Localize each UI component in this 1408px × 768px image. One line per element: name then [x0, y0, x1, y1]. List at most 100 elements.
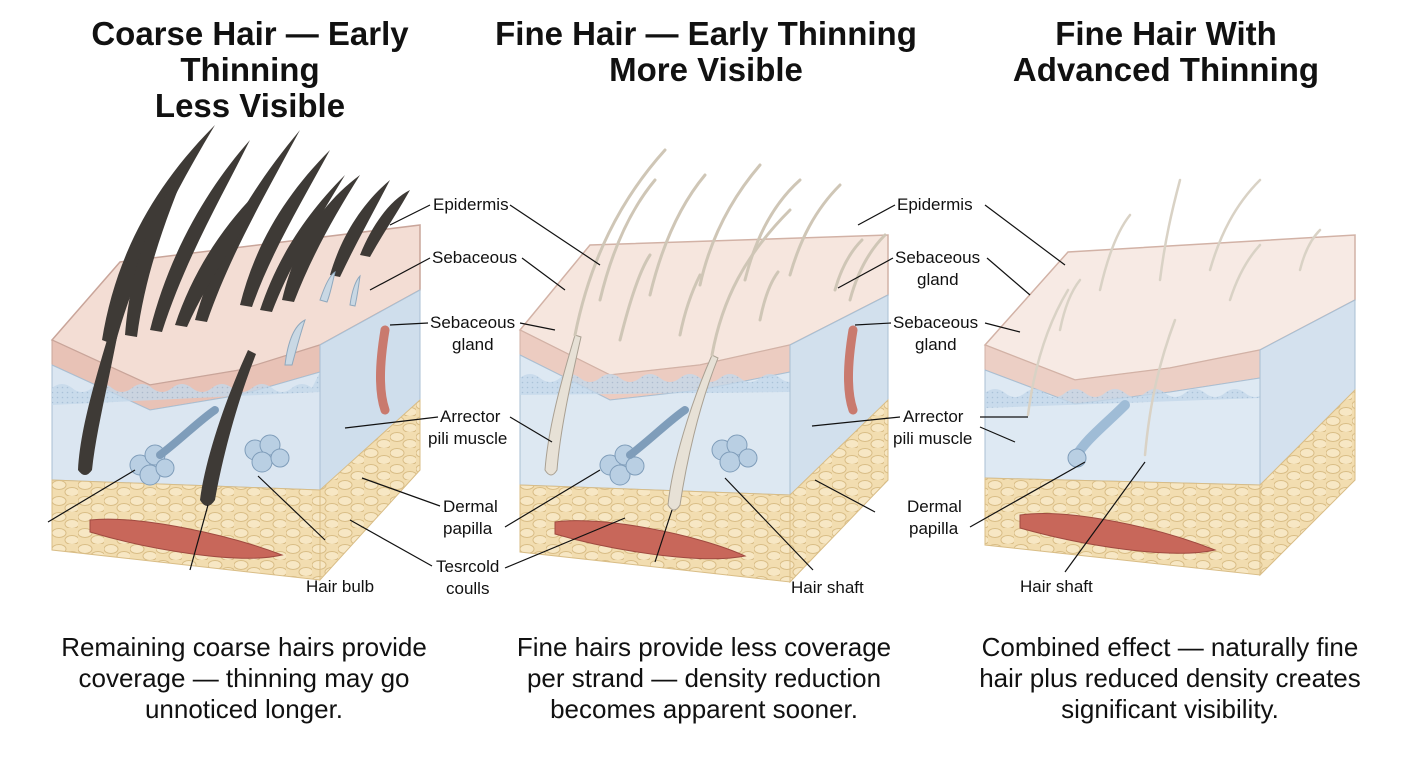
- panel-1-label-fat-cells-line-1: Tesrcold: [436, 557, 499, 576]
- panel-1-dermis-wave: [52, 372, 320, 405]
- panel-1-leader-bulb: [189, 504, 209, 571]
- panel-1-leader-dermal-papilla: [361, 477, 441, 507]
- panel-1-label-hair-bulb: Hair bulb: [306, 577, 374, 596]
- panel-1-caption-line-3: unnoticed longer.: [144, 694, 344, 724]
- panel-1-label-sebaceous-gland-line-2: gland: [452, 335, 494, 354]
- panel-1-coarse-hair-strands: [102, 125, 410, 345]
- panel-2-leader-papilla-right: [814, 479, 876, 513]
- panel-1-label-dermal-papilla-line-2: papilla: [443, 519, 493, 538]
- panel-2-caption: Fine hairs provide less coverage per str…: [484, 632, 924, 725]
- panel-1-leader-gland-bottom: [257, 475, 326, 541]
- panel-2-sebaceous-gland: [599, 434, 758, 486]
- panel-1-caption: Remaining coarse hairs provide coverage …: [24, 632, 464, 725]
- panel-1-coarse-hair-follicles: [78, 330, 256, 506]
- panel-2-leader-bulb: [654, 509, 673, 563]
- panel-3-caption: Combined effect — naturally fine hair pl…: [950, 632, 1390, 725]
- panel-2-leader-epidermis: [857, 204, 896, 226]
- panel-2-fine-hair-strands: [573, 148, 887, 357]
- panel-1-label-arrector-line-2: pili muscle: [428, 429, 507, 448]
- panel-3-muscle: [1019, 513, 1217, 554]
- panel-3-caption-line-2: hair plus reduced density creates: [979, 663, 1361, 693]
- panel-1-caption-line-1: Remaining coarse hairs provide: [61, 632, 427, 662]
- panel-1-fat-side: [319, 398, 421, 582]
- panel-1-title-line-2: Less Visible: [154, 87, 346, 124]
- panel-1-leader-sebaceous-gland: [389, 322, 429, 326]
- panel-1-caption-line-2: coverage — thinning may go: [78, 663, 410, 693]
- panel-1-leader-left: [47, 469, 136, 523]
- panel-1-leader-sebaceous: [369, 257, 431, 291]
- panel-3-leader-sebaceous-2: [984, 322, 1021, 333]
- panel-1-miniaturized-hairs: [284, 270, 361, 366]
- panel-1-label-sebaceous: Sebaceous: [432, 248, 517, 267]
- panel-2-label-arrector-line-2: pili muscle: [893, 429, 972, 448]
- panel-2-label-sebaceous-gland-1-line-1: Sebaceous: [895, 248, 980, 267]
- panel-3-leader-hair-shaft: [1064, 461, 1146, 573]
- panel-3-dermis-wave: [985, 378, 1265, 408]
- panel-2-label-arrector-line-1: Arrector: [903, 407, 964, 426]
- panel-1-skin-block: [50, 125, 421, 582]
- panel-3-leader-dermal-papilla: [969, 461, 1086, 528]
- panel-3-leader-sebaceous-1: [986, 257, 1031, 296]
- panel-2-label-sebaceous-gland-1-line-2: gland: [917, 270, 959, 289]
- panel-3-leader-arrector-2: [979, 426, 1016, 443]
- panel-1-arrector-muscle: [376, 325, 390, 415]
- panel-2-label-epidermis: Epidermis: [897, 195, 973, 214]
- panel-3-label-dermal-papilla-line-2: papilla: [909, 519, 959, 538]
- panel-2-leader-arrector-left: [509, 416, 553, 443]
- panel-2-leader-sebaceous-left: [521, 257, 566, 291]
- panel-2-title-line-1: Fine Hair — Early Thinning: [495, 15, 917, 52]
- panel-2-leader-sebaceous-2: [854, 322, 892, 326]
- panel-2-arrector-muscle: [844, 325, 858, 415]
- panel-3-labels: Dermal papilla Hair shaft: [907, 204, 1146, 596]
- panel-2-leader-hair-shaft: [724, 477, 814, 571]
- panel-2-leader-sebaceous-2-left: [519, 322, 556, 331]
- panel-1-label-sebaceous-gland-line-1: Sebaceous: [430, 313, 515, 332]
- panel-1-label-fat-cells-line-2: coulls: [446, 579, 489, 598]
- panel-2-caption-line-3: becomes apparent sooner.: [550, 694, 858, 724]
- panel-2-caption-line-1: Fine hairs provide less coverage: [516, 632, 892, 662]
- panel-3-caption-line-1: Combined effect — naturally fine: [981, 632, 1359, 662]
- panel-3-title-line-1: Fine Hair With: [1055, 15, 1277, 52]
- panel-2-muscle: [554, 520, 747, 560]
- panel-2-fat-side: [789, 398, 889, 584]
- panel-2-leader-fat-left: [504, 517, 626, 569]
- panel-2-leader-epidermis-left: [509, 204, 601, 266]
- panel-1-label-arrector-line-1: Arrector: [440, 407, 501, 426]
- panel-2-leader-sebaceous-1: [837, 257, 894, 289]
- panel-1-leader-fat-cells: [349, 519, 433, 567]
- panel-2-label-sebaceous-gland-2-line-1: Sebaceous: [893, 313, 978, 332]
- panel-3-title: Fine Hair With Advanced Thinning: [936, 16, 1396, 88]
- panel-1-leader-epidermis: [389, 204, 431, 226]
- panel-2-label-sebaceous-gland-2-line-2: gland: [915, 335, 957, 354]
- panel-3-sparse-fine-hairs: [1026, 178, 1322, 457]
- panel-1-title: Coarse Hair — Early Thinning Less Visibl…: [20, 16, 480, 124]
- panel-1-labels: Epidermis Sebaceous Sebaceous gland Arre…: [47, 195, 517, 598]
- panel-2-gland-duct: [626, 406, 689, 459]
- panel-1-label-dermal-papilla-line-1: Dermal: [443, 497, 498, 516]
- panel-1-label-epidermis: Epidermis: [433, 195, 509, 214]
- panel-3-title-line-2: Advanced Thinning: [1012, 51, 1320, 88]
- panel-1-gland-duct: [156, 406, 219, 459]
- panel-2-title-line-2: More Visible: [609, 51, 803, 88]
- panel-2-caption-line-2: per strand — density reduction: [526, 663, 882, 693]
- panel-2-skin-block: [518, 148, 889, 584]
- panel-3-caption-line-3: significant visibility.: [1061, 694, 1279, 724]
- panel-2-labels: Epidermis Sebaceous gland Sebaceous glan…: [504, 195, 980, 597]
- panel-1-muscle: [89, 518, 284, 559]
- panel-2-dermis-wave: [520, 372, 800, 395]
- panel-3-fat-side: [1259, 388, 1356, 577]
- panel-3-skin-block: [983, 178, 1356, 577]
- panel-2-title: Fine Hair — Early Thinning More Visible: [476, 16, 936, 88]
- panel-3-leader-epidermis: [984, 204, 1066, 266]
- panel-2-label-hair-shaft: Hair shaft: [791, 578, 864, 597]
- panel-2-fine-hair-follicles: [544, 334, 719, 511]
- panel-3-label-hair-shaft: Hair shaft: [1020, 577, 1093, 596]
- panel-1-leader-arrector: [344, 416, 439, 429]
- panel-3-label-dermal-papilla-line-1: Dermal: [907, 497, 962, 516]
- panel-2-leader-papilla-left: [504, 469, 601, 528]
- panel-2-leader-arrector: [811, 416, 901, 427]
- panel-3-gland-bulb: [1067, 448, 1087, 468]
- panel-1-title-line-1: Coarse Hair — Early Thinning: [91, 15, 409, 88]
